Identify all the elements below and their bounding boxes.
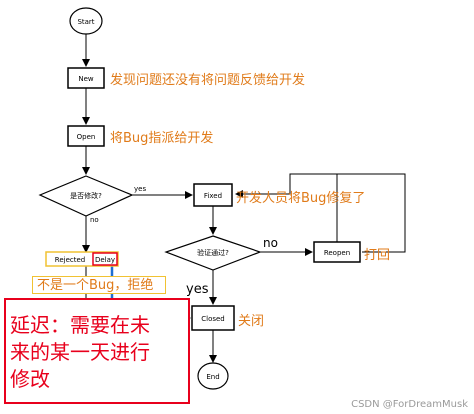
edge-label-verify-yes: yes [186,282,209,297]
node-fixed-label: Fixed [204,192,222,200]
node-new-label: New [78,75,94,83]
node-new: New [67,67,105,89]
node-closed: Closed [191,305,235,331]
node-start: Start [69,7,103,35]
annotation-open: 将Bug指派给开发 [110,131,214,146]
node-end-label: End [206,373,219,381]
node-verify: 验证通过? [164,235,262,271]
annotation-new: 发现问题还没有将问题反馈给开发 [110,73,306,88]
annotation-closed: 关闭 [238,314,265,329]
edge-reopen-loop [337,173,406,253]
annotation-delay-line-2: 来的某一天进行 [10,340,150,364]
annotation-delay-line-1: 延迟：需要在未 [10,313,150,337]
annotation-reopen: 打回 [364,248,391,263]
node-closed-label: Closed [201,315,225,323]
node-start-label: Start [77,18,94,26]
node-decision-modify-label: 是否修改? [70,191,102,200]
node-reopen-label: Reopen [324,249,350,257]
annotation-rejected: 不是一个Bug，拒绝 [32,276,166,294]
annotation-fixed: 开发人员将Bug修复了 [236,191,366,206]
watermark: CSDN @ForDreamMusk [351,399,468,410]
node-verify-label: 验证通过? [197,248,229,257]
edge-label-modify-yes: yes [134,185,146,193]
node-delay-label: Delay [95,256,115,264]
node-reopen: Reopen [313,241,361,263]
edge-label-modify-no: no [90,216,99,224]
node-decision-modify: 是否修改? [38,175,134,217]
node-rejected-delay: Rejected Delay [45,251,119,267]
annotation-delay-line-3: 修改 [10,367,50,391]
node-open: Open [67,125,105,147]
annotation-delay: 延迟：需要在未 来的某一天进行 修改 [4,298,190,404]
node-fixed: Fixed [193,183,233,207]
node-rejected-label: Rejected [55,256,85,264]
edge-label-verify-no: no [263,236,278,250]
node-end: End [197,362,229,390]
node-open-label: Open [77,133,96,141]
edge-reopen-fixed [235,173,338,242]
